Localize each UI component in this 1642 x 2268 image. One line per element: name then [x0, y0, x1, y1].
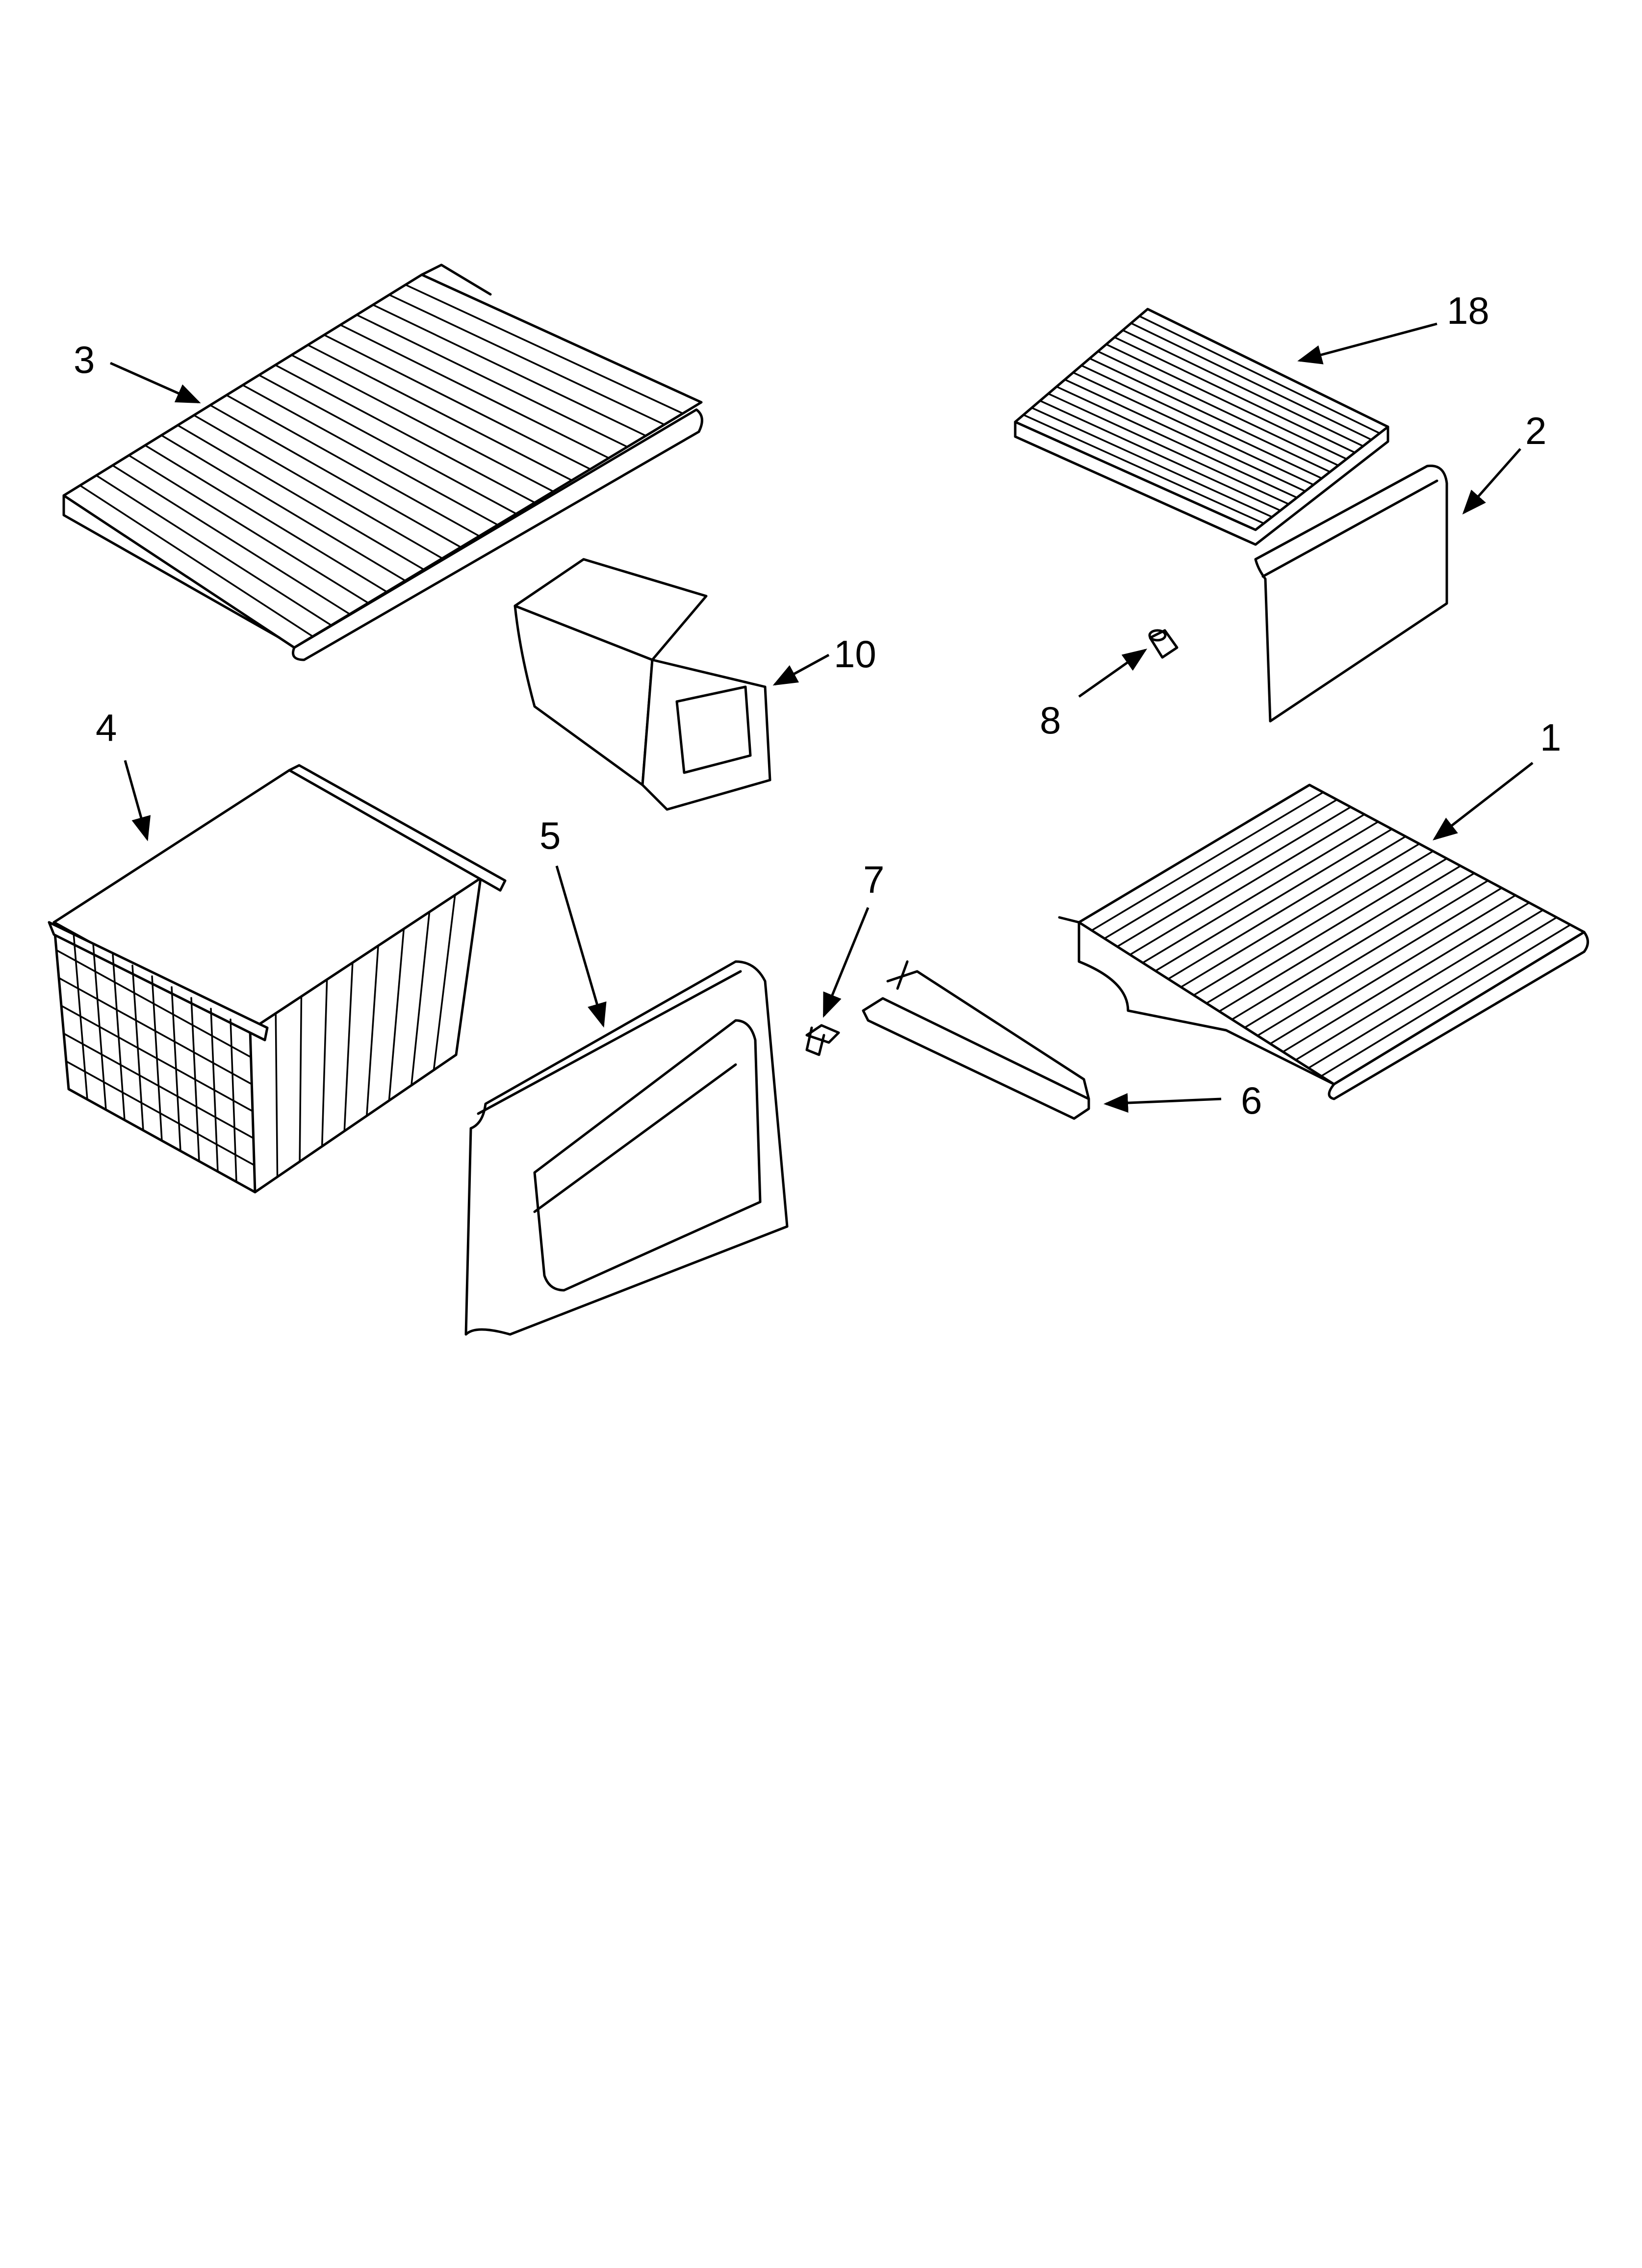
wire-rod — [226, 394, 481, 537]
wire-rod — [1089, 357, 1331, 473]
wire-rod — [1257, 887, 1503, 1037]
wire-rod — [60, 1005, 254, 1112]
wire-rod — [1072, 371, 1314, 486]
spacer-part-8 — [1148, 629, 1179, 659]
wire-rod — [343, 962, 354, 1132]
callout-7: 7 — [863, 858, 884, 901]
wire-rod — [356, 314, 628, 448]
wire-rod — [1193, 850, 1434, 996]
bin-part-10 — [513, 558, 771, 811]
wire-shelf-part-1 — [1058, 783, 1589, 1100]
wire-rod — [1180, 843, 1420, 988]
wire-rod — [1244, 880, 1489, 1029]
wire-rod — [1055, 386, 1298, 499]
wire-rod — [275, 1012, 279, 1178]
callout-2: 2 — [1525, 409, 1546, 452]
wire-rod — [290, 354, 554, 493]
wire-rod — [1039, 400, 1282, 512]
wire-rod — [65, 1060, 256, 1166]
wire-rod — [1130, 322, 1372, 441]
wire-rod — [209, 404, 462, 548]
wire-rod — [372, 304, 647, 437]
callout-1: 1 — [1540, 716, 1561, 759]
wire-rod — [433, 894, 456, 1071]
wire-rod — [1105, 343, 1348, 460]
wire-rod — [1142, 821, 1379, 964]
cover-panel-part-2 — [1254, 464, 1448, 723]
wire-rod — [321, 978, 328, 1147]
leader-lines — [109, 322, 1534, 1113]
callout-10: 10 — [834, 632, 876, 676]
wire-rod — [1282, 902, 1530, 1053]
wire-rod — [144, 444, 388, 593]
wire-rod — [1080, 365, 1323, 479]
wire-rod — [160, 434, 407, 582]
wire-rod — [258, 374, 517, 515]
wire-rod — [1113, 336, 1356, 454]
wire-rod — [339, 324, 610, 459]
wire-rod — [1138, 315, 1381, 434]
wire-rod — [1320, 924, 1571, 1077]
callout-5: 5 — [539, 814, 561, 857]
wire-rod — [1269, 894, 1516, 1045]
wire-rod — [323, 334, 591, 470]
wire-rod — [366, 945, 379, 1117]
drawer-front-part-5 — [464, 960, 789, 1336]
wire-rod — [1103, 799, 1338, 939]
wire-rod — [111, 464, 351, 615]
wire-rod — [274, 364, 536, 504]
wire-rod — [55, 949, 252, 1058]
wire-rod — [193, 414, 443, 559]
callout-18: 18 — [1447, 289, 1489, 332]
callout-6: 6 — [1241, 1079, 1262, 1122]
wire-rod — [307, 344, 573, 481]
wire-rod — [1047, 392, 1290, 505]
wire-rod — [63, 1032, 255, 1139]
wire-rod — [1064, 379, 1306, 492]
wire-rod — [1167, 835, 1407, 980]
wire-rod — [1206, 858, 1448, 1004]
wire-rod — [299, 995, 303, 1163]
wire-rod — [388, 928, 405, 1102]
wire-rod — [1122, 329, 1364, 447]
wire-rod — [1155, 828, 1393, 972]
wire-rod — [242, 384, 499, 526]
wire-rod — [1129, 813, 1365, 956]
wire-rod — [405, 284, 684, 415]
callout-3: 3 — [74, 338, 95, 381]
wire-rod — [128, 454, 369, 604]
wire-rod — [1031, 407, 1273, 518]
wire-rod — [1308, 916, 1558, 1069]
screw-part-7 — [805, 1024, 840, 1056]
wire-shelf-part-3 — [62, 263, 703, 661]
wire-rod — [1218, 865, 1462, 1013]
wire-rod — [1023, 414, 1265, 524]
wire-rod — [79, 484, 314, 638]
wire-rod — [410, 911, 431, 1086]
wire-rod — [1091, 791, 1324, 932]
wire-rod — [1231, 872, 1475, 1020]
wire-rod — [388, 294, 666, 426]
shelf-insert-part-18 — [1014, 308, 1389, 546]
wire-rod — [1295, 909, 1544, 1061]
wire-rod — [58, 977, 253, 1085]
wire-rod — [177, 424, 425, 571]
wire-basket-part-4 — [48, 764, 507, 1194]
rail-part-6 — [862, 960, 1090, 1120]
wire-rod — [1097, 350, 1339, 467]
wire-rod — [1116, 806, 1352, 948]
callout-labels: 3 18 2 10 8 1 4 5 7 6 — [74, 289, 1561, 1122]
callout-4: 4 — [96, 706, 117, 749]
callout-8: 8 — [1040, 699, 1061, 742]
wire-rod — [95, 474, 333, 626]
